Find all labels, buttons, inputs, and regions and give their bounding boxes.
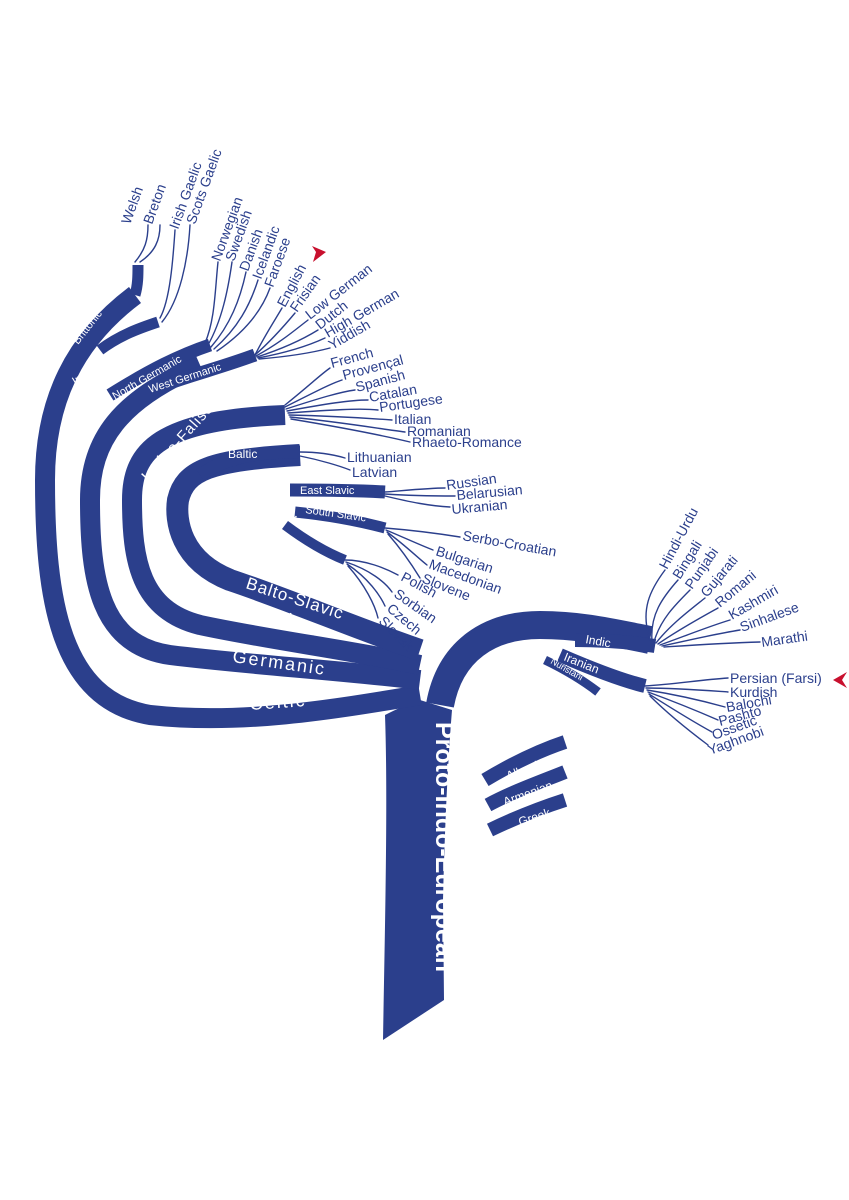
twig-punjabi — [653, 589, 691, 643]
celtic-branch — [35, 287, 422, 729]
twig-belarusian — [384, 493, 456, 497]
west-germanic-branch — [147, 348, 258, 397]
leaf-russian: Russian — [445, 470, 497, 493]
twig-persian — [644, 677, 729, 687]
brittonic-branch — [129, 264, 144, 297]
twig-portugese — [287, 408, 379, 414]
leaf-lithuanian: Lithuanian — [347, 449, 412, 465]
twig-kashmiri — [659, 619, 731, 646]
twig-welsh — [134, 224, 149, 263]
trunk — [383, 700, 452, 1040]
twig-lithuanian — [299, 451, 346, 459]
twig-ossetic — [648, 693, 713, 733]
east-slavic-branch — [289, 483, 386, 499]
twig-ukranian — [384, 495, 451, 508]
twig-gujarati — [655, 597, 706, 644]
twig-french — [284, 367, 331, 406]
leaf-persian: Persian (Farsi) — [730, 670, 822, 686]
twig-dutch — [256, 329, 319, 358]
label-slavic: Slavic — [215, 482, 252, 498]
label-indic: Indic — [584, 632, 611, 650]
twig-romanian — [289, 416, 406, 433]
twig-breton — [139, 224, 161, 263]
twig-lowgerman — [255, 319, 309, 357]
iranian-branch — [557, 648, 647, 693]
north-germanic-branch — [106, 338, 213, 401]
twig-czech — [346, 563, 386, 607]
leaf-romanian: Romanian — [407, 423, 471, 439]
twig-swedish — [207, 261, 233, 346]
root-label: Proto-Indo-European — [430, 722, 458, 972]
twig-sorbian — [345, 561, 393, 593]
leaf-breton: Breton — [140, 182, 169, 226]
leaf-balochi: Balochi — [725, 691, 773, 715]
twig-yaghnobi — [649, 695, 709, 746]
twig-sinhalese — [661, 629, 741, 647]
west-slavic-branch — [282, 520, 347, 565]
italic-branch — [122, 405, 423, 675]
indic-branch — [574, 633, 657, 653]
leaf-italian: Italian — [394, 411, 431, 427]
twig-icelandic — [213, 279, 259, 350]
twig-slovene — [387, 533, 421, 579]
twig-english — [254, 307, 283, 356]
leaf-kurdish: Kurdish — [730, 684, 777, 700]
leaf-rhaeto-romance: Rhaeto-Romance — [412, 434, 522, 450]
twig-serbo — [384, 527, 461, 538]
leaf-belarusian: Belarusian — [456, 481, 523, 503]
label-celtic: Celtic — [249, 690, 307, 714]
twig-italian — [288, 414, 393, 421]
twig-bulgarian — [385, 529, 434, 551]
twig-frisian — [254, 312, 296, 356]
twig-balochi — [646, 689, 726, 708]
south-slavic-branch — [294, 506, 387, 534]
leaf-ukranian: Ukranian — [451, 496, 508, 517]
nuristani-branch — [543, 655, 601, 696]
twig-irish — [159, 229, 176, 319]
leaf-latvian: Latvian — [352, 464, 397, 480]
twig-catalan — [286, 399, 369, 412]
twig-slovak — [347, 565, 379, 619]
twig-highgerman — [257, 337, 326, 359]
twig-macedonian — [386, 531, 428, 566]
armenian-branch — [484, 765, 568, 812]
germanic-branch — [80, 355, 422, 690]
label-east-slavic: East Slavic — [300, 485, 355, 497]
twig-hindi — [645, 569, 666, 641]
label-baltic: Baltic — [228, 447, 257, 461]
twig-yiddish — [258, 347, 331, 360]
twig-provencal — [284, 379, 343, 408]
twig-spanish — [285, 389, 356, 410]
greek-branch — [486, 793, 568, 837]
twig-romani — [657, 607, 719, 645]
indo-iranian-branch — [426, 611, 653, 709]
twig-pashto — [647, 691, 719, 721]
twig-marathi — [663, 641, 761, 648]
twig-scots — [161, 224, 191, 323]
leaf-marathi: Marathi — [760, 628, 808, 650]
marker-english-arrow-icon — [312, 246, 326, 262]
albanian-branch — [481, 735, 568, 787]
twig-rhaeto — [290, 418, 411, 443]
twig-latvian — [299, 455, 351, 471]
marker-persian-arrow-icon — [833, 672, 847, 688]
twig-kurdish — [645, 687, 729, 693]
insular-celtic-branch — [96, 316, 160, 355]
twig-danish — [210, 271, 247, 348]
twig-faroese — [216, 287, 271, 352]
twig-bingali — [651, 579, 679, 642]
twig-norwegian — [204, 261, 219, 344]
twig-russian — [384, 487, 446, 493]
twig-polish — [344, 559, 399, 576]
baltic-branch — [196, 445, 301, 481]
